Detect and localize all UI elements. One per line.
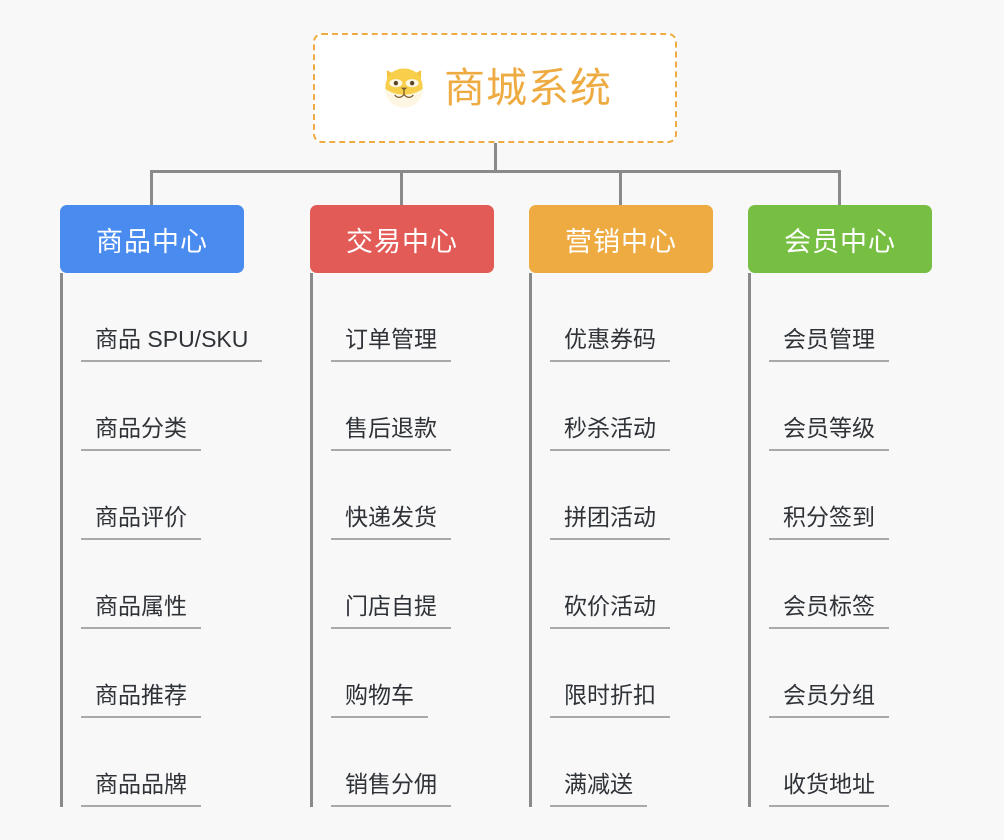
list-item-label: 门店自提 — [331, 595, 451, 629]
list-item-label: 商品品牌 — [81, 773, 201, 807]
list-item[interactable]: 商品分类 — [81, 362, 280, 451]
list-item[interactable]: 砍价活动 — [550, 540, 749, 629]
list-item[interactable]: 商品评价 — [81, 451, 280, 540]
branch-items-trade: 订单管理 售后退款 快递发货 门店自提 购物车 销售分佣 — [310, 273, 530, 807]
list-item[interactable]: 快递发货 — [331, 451, 530, 540]
branch-header-trade[interactable]: 交易中心 — [310, 205, 494, 273]
branch-header-product[interactable]: 商品中心 — [60, 205, 244, 273]
shiba-dog-face-icon — [378, 62, 430, 114]
connector-drop-branch-0 — [150, 170, 153, 205]
list-item[interactable]: 优惠券码 — [550, 273, 749, 362]
connector-root-stem — [494, 143, 497, 171]
list-item-label: 商品评价 — [81, 506, 201, 540]
list-item[interactable]: 拼团活动 — [550, 451, 749, 540]
list-item-label: 商品分类 — [81, 417, 201, 451]
list-item[interactable]: 限时折扣 — [550, 629, 749, 718]
list-item-label: 售后退款 — [331, 417, 451, 451]
branch-items-product: 商品 SPU/SKU 商品分类 商品评价 商品属性 商品推荐 商品品牌 — [60, 273, 280, 807]
branch-items-member: 会员管理 会员等级 积分签到 会员标签 会员分组 收货地址 — [748, 273, 968, 807]
list-item-label: 收货地址 — [769, 773, 889, 807]
list-item-label: 会员标签 — [769, 595, 889, 629]
branch-column-trade: 交易中心 订单管理 售后退款 快递发货 门店自提 购物车 销售分佣 — [310, 205, 530, 807]
list-item-label: 积分签到 — [769, 506, 889, 540]
list-item[interactable]: 购物车 — [331, 629, 530, 718]
branch-header-label: 商品中心 — [96, 226, 208, 257]
list-item[interactable]: 商品品牌 — [81, 718, 280, 807]
list-item-label: 满减送 — [550, 773, 647, 807]
list-item-label: 会员等级 — [769, 417, 889, 451]
list-item-label: 销售分佣 — [331, 773, 451, 807]
list-item-label: 秒杀活动 — [550, 417, 670, 451]
branch-column-marketing: 营销中心 优惠券码 秒杀活动 拼团活动 砍价活动 限时折扣 满减送 — [529, 205, 749, 807]
list-item[interactable]: 收货地址 — [769, 718, 968, 807]
list-item-label: 商品 SPU/SKU — [81, 328, 263, 362]
list-item-label: 会员分组 — [769, 684, 889, 718]
branch-header-label: 交易中心 — [346, 226, 458, 257]
list-item[interactable]: 门店自提 — [331, 540, 530, 629]
list-item[interactable]: 会员标签 — [769, 540, 968, 629]
connector-drop-branch-3 — [838, 170, 841, 205]
list-item-label: 快递发货 — [331, 506, 451, 540]
list-item[interactable]: 订单管理 — [331, 273, 530, 362]
branch-header-label: 会员中心 — [784, 226, 896, 257]
list-item[interactable]: 售后退款 — [331, 362, 530, 451]
list-item-label: 会员管理 — [769, 328, 889, 362]
list-item[interactable]: 满减送 — [550, 718, 749, 807]
list-item-label: 限时折扣 — [550, 684, 670, 718]
branch-header-label: 营销中心 — [565, 226, 677, 257]
list-item-label: 砍价活动 — [550, 595, 670, 629]
list-item-label: 商品推荐 — [81, 684, 201, 718]
list-item-label: 拼团活动 — [550, 506, 670, 540]
connector-horizontal-bus — [150, 170, 840, 173]
root-node[interactable]: 商城系统 — [313, 33, 677, 143]
root-title: 商城系统 — [444, 64, 612, 111]
list-item[interactable]: 会员管理 — [769, 273, 968, 362]
list-item[interactable]: 商品推荐 — [81, 629, 280, 718]
list-item[interactable]: 会员分组 — [769, 629, 968, 718]
connector-drop-branch-2 — [619, 170, 622, 205]
connector-drop-branch-1 — [400, 170, 403, 205]
list-item[interactable]: 销售分佣 — [331, 718, 530, 807]
list-item-label: 购物车 — [331, 684, 428, 718]
list-item[interactable]: 商品属性 — [81, 540, 280, 629]
list-item[interactable]: 商品 SPU/SKU — [81, 273, 280, 362]
list-item-label: 商品属性 — [81, 595, 201, 629]
list-item[interactable]: 积分签到 — [769, 451, 968, 540]
list-item[interactable]: 会员等级 — [769, 362, 968, 451]
branch-items-marketing: 优惠券码 秒杀活动 拼团活动 砍价活动 限时折扣 满减送 — [529, 273, 749, 807]
branch-column-member: 会员中心 会员管理 会员等级 积分签到 会员标签 会员分组 收货地址 — [748, 205, 968, 807]
branch-column-product: 商品中心 商品 SPU/SKU 商品分类 商品评价 商品属性 商品推荐 商品品牌 — [60, 205, 280, 807]
branch-header-member[interactable]: 会员中心 — [748, 205, 932, 273]
list-item[interactable]: 秒杀活动 — [550, 362, 749, 451]
list-item-label: 优惠券码 — [550, 328, 670, 362]
branch-header-marketing[interactable]: 营销中心 — [529, 205, 713, 273]
list-item-label: 订单管理 — [331, 328, 451, 362]
